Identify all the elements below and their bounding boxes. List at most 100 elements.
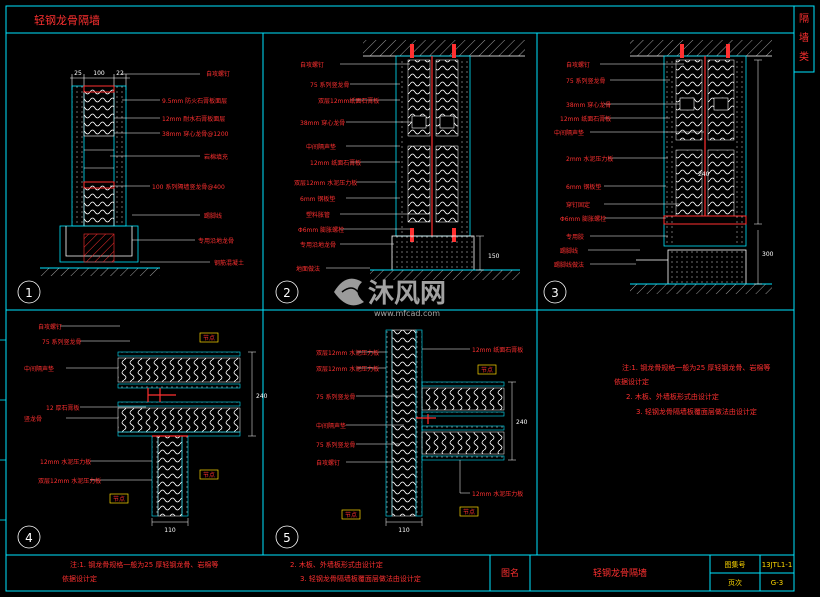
detail-5-label-6: 12mm 纸面石膏板 xyxy=(472,346,523,354)
detail-2-label-1: 75 系列竖龙骨 xyxy=(310,81,350,89)
detail-5: 240 110 节点 节点 节点 双层12mm 水泥压力板 双层12mm 水泥压… xyxy=(275,329,528,549)
detail-1-number-circle xyxy=(17,280,41,304)
detail-5-label-4: 75 系列竖龙骨 xyxy=(316,441,356,449)
sheet-frame xyxy=(5,5,815,592)
edge-ticks xyxy=(0,339,6,521)
detail-5-label-5: 自攻螺钉 xyxy=(316,459,340,467)
detail-2-label-2: 双层12mm纸面石膏板 xyxy=(318,97,379,105)
detail-3-dim-a: 240 xyxy=(698,171,710,178)
watermark-brand: 沐风网 xyxy=(368,279,446,309)
detail-2-label-0: 自攻螺钉 xyxy=(300,61,324,69)
detail-3-label-6: 6mm 钢板垫 xyxy=(566,183,601,191)
detail-1-dim-a: 25 xyxy=(74,70,82,77)
detail-5-label-3: 中间隔声垫 xyxy=(316,422,346,430)
detail-1-label-5: 100 系列隔墙竖龙骨@400 xyxy=(152,183,225,191)
detail-1-label-2: 12mm 耐水石膏板面层 xyxy=(162,115,225,123)
watermark: 沐风网 www.mfcad.com xyxy=(334,278,446,318)
detail-1-label-6: 踢脚线 xyxy=(204,212,222,220)
detail-4-dim-a: 240 xyxy=(256,393,268,400)
detail-2-label-8: 塑料胀管 xyxy=(306,211,330,219)
detail-4-label-4: 竖龙骨 xyxy=(24,415,42,423)
detail-2-label-5: 12mm 纸面石膏板 xyxy=(310,159,361,167)
detail-5-number-circle xyxy=(275,525,299,549)
detail-2-label-10: 专用沿地龙骨 xyxy=(300,241,336,249)
side-tab-char-3: 类 xyxy=(799,50,809,63)
detail-3-label-11: 踢脚线做法 xyxy=(554,261,584,269)
detail-1-dim-b: 100 xyxy=(93,70,105,77)
footer-note-1b: 依据设计定 xyxy=(62,574,97,583)
detail-1-label-3: 38mm 穿心龙骨@1200 xyxy=(162,130,229,138)
watermark-logo xyxy=(334,278,364,306)
detail-2-label-11: 地面做法 xyxy=(296,265,320,273)
detail-3-label-1: 75 系列竖龙骨 xyxy=(566,77,606,85)
side-tab-char-1: 隔 xyxy=(799,13,809,25)
detail-2: 150 自攻螺钉 75 系列竖龙骨 双层12mm纸面石膏板 38mm 穿心龙骨 … xyxy=(275,40,525,304)
detail-5-dim-b: 110 xyxy=(398,527,410,534)
detail-2-label-9: Φ6mm 膨胀螺栓 xyxy=(298,226,344,234)
detail-2-label-6: 双层12mm 水泥压力板 xyxy=(294,179,357,187)
detail-3-label-10: 踢脚线 xyxy=(560,247,578,255)
watermark-url: www.mfcad.com xyxy=(374,309,440,318)
sheet-title: 轻钢龙骨隔墙 xyxy=(34,13,100,27)
detail-5-tag-0: 节点 xyxy=(481,366,493,374)
detail-4-label-1: 75 系列竖龙骨 xyxy=(42,338,82,346)
detail-1-dim-c: 22 xyxy=(116,70,124,77)
detail-3-label-9: 专用胶 xyxy=(566,233,584,241)
detail-3: 240 300 自攻螺钉 75 系列竖龙骨 38mm 穿心龙骨 12mm 纸面石… xyxy=(543,40,774,304)
detail-1-number: 1 xyxy=(25,286,33,300)
notes-line-2: 2. 木板、外墙板形式由设计定 xyxy=(626,392,719,401)
figure-name: 轻钢龙骨隔墙 xyxy=(593,567,647,579)
side-tab-char-2: 墙 xyxy=(799,31,809,44)
detail-1-label-8: 钢筋混凝土 xyxy=(214,259,244,267)
detail-1-label-0: 自攻螺钉 xyxy=(206,70,230,78)
footer-note-1: 注:1. 钢龙骨规格一般为25 厚轻钢龙骨、岩棉等 xyxy=(70,560,218,569)
notes-panel: 注:1. 钢龙骨规格一般为25 厚轻钢龙骨、岩棉等 依据设计定 2. 木板、外墙… xyxy=(614,363,770,416)
page-label: 页次 xyxy=(728,578,742,587)
footer-note-3: 3. 轻钢龙骨隔墙板覆面层做法由设计定 xyxy=(300,574,421,583)
notes-line-0: 注:1. 钢龙骨规格一般为25 厚轻钢龙骨、岩棉等 xyxy=(622,363,770,372)
detail-2-dim: 150 xyxy=(488,253,500,260)
detail-3-label-0: 自攻螺钉 xyxy=(566,61,590,69)
detail-4-tag-2: 节点 xyxy=(113,495,125,503)
detail-2-number: 2 xyxy=(283,286,291,300)
notes-line-3: 3. 轻钢龙骨隔墙板覆面层做法由设计定 xyxy=(636,407,757,416)
detail-5-label-0: 双层12mm 水泥压力板 xyxy=(316,349,379,357)
detail-5-label-1: 双层12mm 水泥压力板 xyxy=(316,365,379,373)
notes-line-1: 依据设计定 xyxy=(614,377,649,386)
detail-3-number-circle xyxy=(543,280,567,304)
detail-4-label-5: 12mm 水泥压力板 xyxy=(40,458,91,466)
detail-4-dim-b: 110 xyxy=(164,527,176,534)
detail-5-label-2: 75 系列竖龙骨 xyxy=(316,393,356,401)
detail-5-tag-2: 节点 xyxy=(345,511,357,519)
detail-2-label-3: 38mm 穿心龙骨 xyxy=(300,119,345,127)
detail-3-label-4: 中间隔声垫 xyxy=(554,129,584,137)
detail-4: 240 110 节点 节点 节点 自攻螺钉 75 系列竖龙骨 中间隔声垫 12 … xyxy=(17,323,268,549)
figure-label: 图名 xyxy=(501,567,519,579)
detail-3-number: 3 xyxy=(551,286,559,300)
detail-1: 25 100 22 自攻螺钉 9.5mm 防火石膏板面层 xyxy=(17,70,244,304)
detail-3-label-5: 2mm 水泥压力板 xyxy=(566,155,613,163)
detail-5-number: 5 xyxy=(283,531,291,545)
detail-2-number-circle xyxy=(275,280,299,304)
detail-2-label-4: 中间隔声垫 xyxy=(306,143,336,151)
page-value: G-3 xyxy=(771,579,783,587)
detail-4-label-0: 自攻螺钉 xyxy=(38,323,62,331)
detail-4-tag-1: 节点 xyxy=(203,471,215,479)
detail-3-label-2: 38mm 穿心龙骨 xyxy=(566,101,611,109)
detail-5-dim-a: 240 xyxy=(516,419,528,426)
atlas-label: 图集号 xyxy=(725,560,746,569)
detail-4-label-2: 中间隔声垫 xyxy=(24,365,54,373)
detail-4-number: 4 xyxy=(25,531,33,545)
detail-5-label-7: 12mm 水泥压力板 xyxy=(472,490,523,498)
detail-2-label-7: 6mm 钢板垫 xyxy=(300,195,335,203)
detail-3-label-3: 12mm 纸面石膏板 xyxy=(560,115,611,123)
detail-5-tag-1: 节点 xyxy=(463,508,475,516)
detail-4-label-3: 12 厚石膏板 xyxy=(46,404,80,412)
detail-4-label-6: 双层12mm 水泥压力板 xyxy=(38,477,101,485)
atlas-value: 13JTL1-1 xyxy=(762,561,793,569)
detail-3-label-7: 穿钉固定 xyxy=(566,201,590,209)
detail-4-tag-0: 节点 xyxy=(203,334,215,342)
detail-1-label-7: 专用沿地龙骨 xyxy=(198,237,234,245)
detail-1-label-1: 9.5mm 防火石膏板面层 xyxy=(162,97,227,105)
